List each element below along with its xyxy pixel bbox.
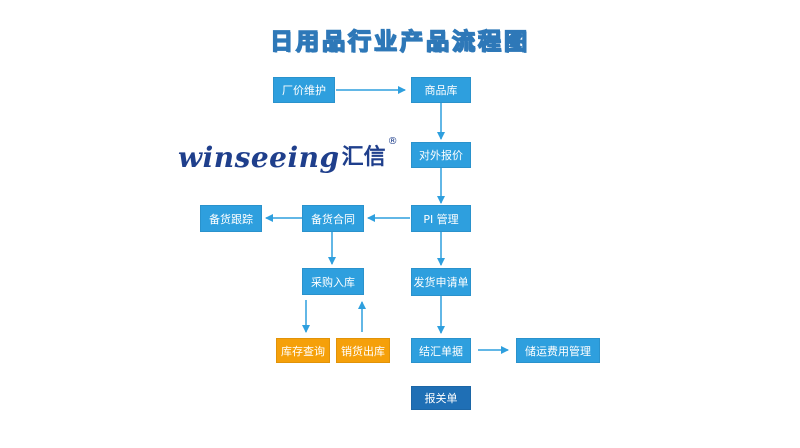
- node-price-maintain: 厂价维护: [273, 77, 335, 103]
- diagram-title: 日用品行业产品流程图: [269, 28, 530, 55]
- node-quote: 对外报价: [411, 142, 471, 168]
- node-product-lib: 商品库: [411, 77, 471, 103]
- node-settlement: 结汇单据: [411, 338, 471, 363]
- node-purchase-in: 采购入库: [302, 268, 364, 295]
- node-pi-manage: PI 管理: [411, 205, 471, 232]
- logo-cn-text: 汇信: [341, 145, 386, 170]
- registered-mark: ®: [387, 136, 398, 147]
- winseeing-logo: winseeing 汇信 ®: [178, 134, 398, 174]
- node-storage-cost: 储运费用管理: [516, 338, 600, 363]
- node-delivery-req: 发货申请单: [411, 268, 471, 296]
- logo-text: winseeing: [178, 141, 340, 174]
- node-stock-track: 备货跟踪: [200, 205, 262, 232]
- node-customs: 报关单: [411, 386, 471, 410]
- node-inventory-query: 库存查询: [276, 338, 330, 363]
- node-sales-out: 销货出库: [336, 338, 390, 363]
- node-stock-contract: 备货合同: [302, 205, 364, 232]
